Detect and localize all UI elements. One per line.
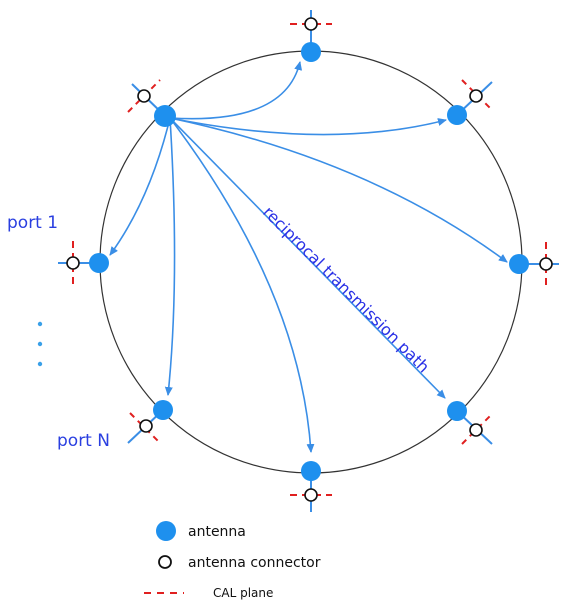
antenna-connector	[304, 17, 318, 31]
cal-plane-mark	[461, 79, 493, 111]
antenna-connector	[469, 89, 483, 103]
path-to-top	[169, 61, 303, 120]
path-to-lower-left	[164, 117, 176, 396]
path-to-lower-right	[169, 117, 446, 399]
path-label: reciprocal transmission path	[259, 202, 433, 376]
port-n-label: port N	[57, 431, 110, 451]
legend: antenna antenna connector CAL plane	[144, 521, 321, 600]
antenna-connector	[469, 423, 483, 437]
cal-plane-mark	[129, 412, 161, 444]
legend-antenna-label: antenna	[188, 524, 246, 540]
port-1-label: port 1	[7, 213, 58, 233]
port-n	[127, 400, 173, 444]
antenna-connector	[304, 488, 318, 502]
port-bottom	[290, 461, 332, 512]
antenna-connector	[66, 256, 80, 270]
port-top	[290, 10, 332, 62]
port-right	[509, 242, 559, 286]
path-to-right	[169, 117, 508, 263]
antenna-connector	[139, 419, 153, 433]
path-to-bottom	[169, 117, 315, 453]
legend-connector-label: antenna connector	[188, 555, 321, 571]
port-upper-right	[447, 79, 493, 125]
port-upper-left-source	[127, 79, 176, 127]
port-1	[58, 241, 109, 285]
transmission-paths	[109, 61, 508, 453]
antenna-connector	[539, 257, 553, 271]
ellipsis-dots	[37, 321, 43, 367]
antenna	[301, 461, 321, 481]
antenna	[509, 254, 529, 274]
antenna	[89, 253, 109, 273]
legend-cal-plane-label: CAL plane	[213, 586, 273, 600]
antenna	[447, 105, 467, 125]
legend-connector-icon	[158, 555, 172, 569]
cal-plane-mark	[461, 413, 493, 445]
antenna	[154, 105, 176, 127]
antenna	[153, 400, 173, 420]
antenna	[447, 401, 467, 421]
port-lower-right	[447, 401, 493, 445]
antenna	[301, 42, 321, 62]
path-to-left	[109, 110, 174, 256]
path-to-upper-right	[169, 117, 447, 136]
antenna-connector	[137, 89, 151, 103]
legend-antenna-icon	[156, 521, 176, 541]
